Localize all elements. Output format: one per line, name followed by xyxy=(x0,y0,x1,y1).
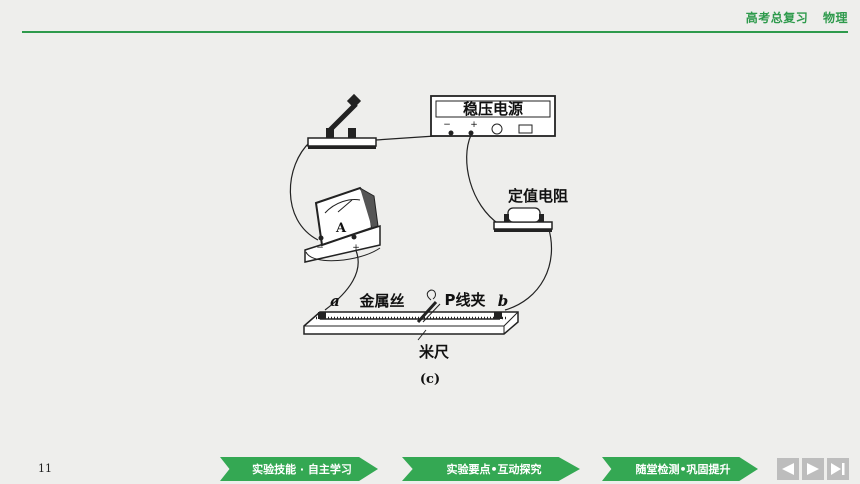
prev-page-button[interactable] xyxy=(777,458,799,480)
ammeter xyxy=(304,186,381,263)
tab-experiment-skills[interactable]: 实验技能 · 自主学习 xyxy=(220,457,378,481)
header: 高考总复习 物理 xyxy=(736,9,848,26)
knife-switch-icon xyxy=(307,93,377,149)
tab-experiment-points-label: 实验要点•互动探究 xyxy=(446,463,542,476)
resistor-label: 定值电阻 xyxy=(508,187,568,205)
header-subject: 物理 xyxy=(822,11,848,25)
ammeter-plus-label: + xyxy=(352,243,360,253)
page-number: 11 xyxy=(38,462,52,475)
ammeter-minus-label: − xyxy=(316,243,324,253)
point-b-label: b xyxy=(498,292,509,310)
triangle-left-icon xyxy=(782,463,794,475)
wire-label: 金属丝 xyxy=(358,292,404,310)
tab-class-test-label: 随堂检测•巩固提升 xyxy=(635,463,731,476)
resistor xyxy=(493,207,553,232)
wire-supply-to-resistor xyxy=(466,134,501,226)
clip-label: P线夹 xyxy=(445,291,486,309)
power-supply-label: 稳压电源 xyxy=(463,100,523,118)
skip-end-icon xyxy=(831,463,845,475)
tab-experiment-points[interactable]: 实验要点•互动探究 xyxy=(402,457,580,481)
header-course: 高考总复习 xyxy=(745,11,809,25)
tab-experiment-skills-label: 实验技能 · 自主学习 xyxy=(252,463,352,476)
ruler-label: 米尺 xyxy=(419,343,449,361)
point-a-label: a xyxy=(330,292,340,310)
power-plus-label: + xyxy=(470,120,478,130)
power-minus-label: − xyxy=(443,120,451,130)
next-page-button[interactable] xyxy=(802,458,824,480)
header-divider xyxy=(22,31,848,33)
wire-switch-to-ammeter xyxy=(289,141,319,241)
tab-class-test[interactable]: 随堂检测•巩固提升 xyxy=(602,457,758,481)
wire-resistor-to-b xyxy=(504,225,553,311)
meter-ruler xyxy=(303,289,519,341)
figure-caption: (c) xyxy=(420,372,440,387)
triangle-right-icon xyxy=(807,463,819,475)
power-supply xyxy=(430,95,556,137)
ammeter-label: A xyxy=(335,221,347,236)
last-page-button[interactable] xyxy=(827,458,849,480)
